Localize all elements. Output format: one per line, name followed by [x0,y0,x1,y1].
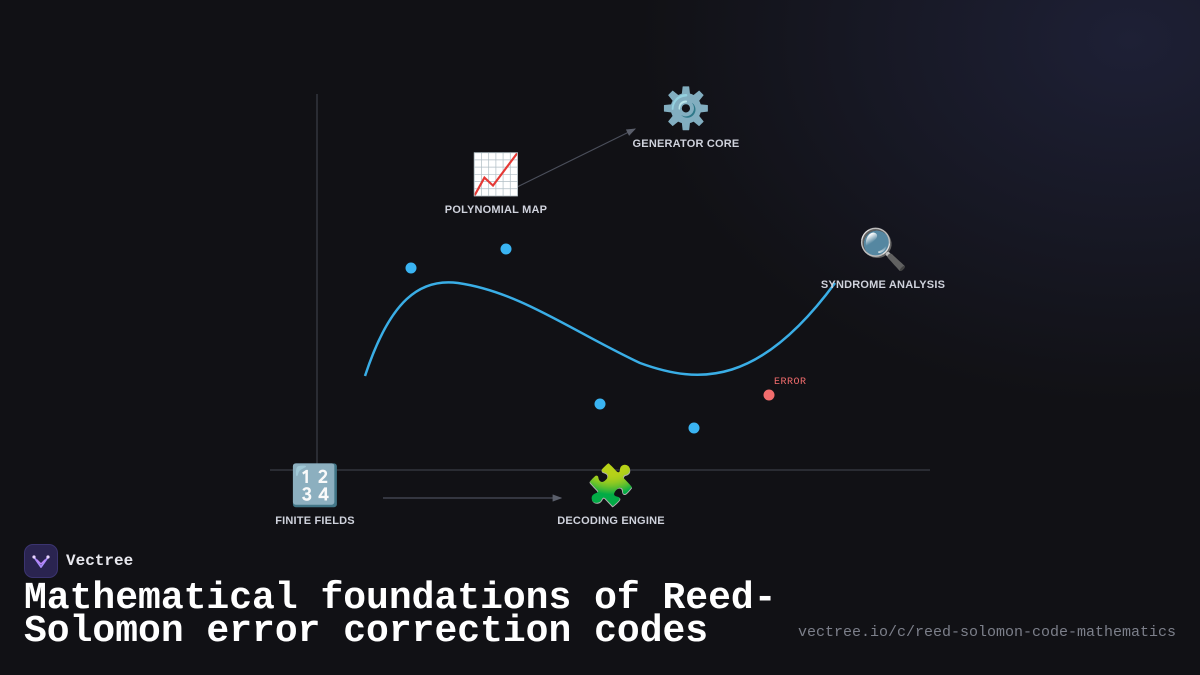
node-label: DECODING ENGINE [557,515,665,527]
error-point [763,389,775,401]
node-generator-core: ⚙️ GENERATOR CORE [633,86,740,150]
page-title: Mathematical foundations of Reed-Solomon… [24,577,777,653]
gear-icon: ⚙️ [661,87,711,131]
numbers-icon: 🔢 [290,464,340,508]
page-url[interactable]: vectree.io/c/reed-solomon-code-mathemati… [797,624,1176,641]
brand[interactable]: Vectree [24,544,133,578]
puzzle-piece-icon: 🧩 [586,464,636,508]
node-label: GENERATOR CORE [632,138,740,150]
brand-name: Vectree [66,552,134,570]
data-point [500,243,512,255]
magnifying-glass-icon: 🔍 [858,228,908,272]
polynomial-curve [363,281,837,377]
data-point [688,422,700,434]
node-decoding-engine: 🧩 DECODING ENGINE [557,463,665,527]
vectree-logo-icon [24,544,58,578]
node-label: FINITE FIELDS [275,515,355,527]
node-finite-fields: 🔢 FINITE FIELDS [275,463,355,527]
data-point [405,262,417,274]
arrow-polynomial-to-generator [514,128,637,189]
node-syndrome-analysis: 🔍 SYNDROME ANALYSIS [821,227,945,291]
node-label: SYNDROME ANALYSIS [820,279,946,291]
chart-increasing-icon: 📈 [471,153,521,197]
error-label: ERROR [774,377,807,388]
data-point [594,398,606,410]
node-label: POLYNOMIAL MAP [444,204,548,216]
node-polynomial-map: 📈 POLYNOMIAL MAP [445,152,547,216]
